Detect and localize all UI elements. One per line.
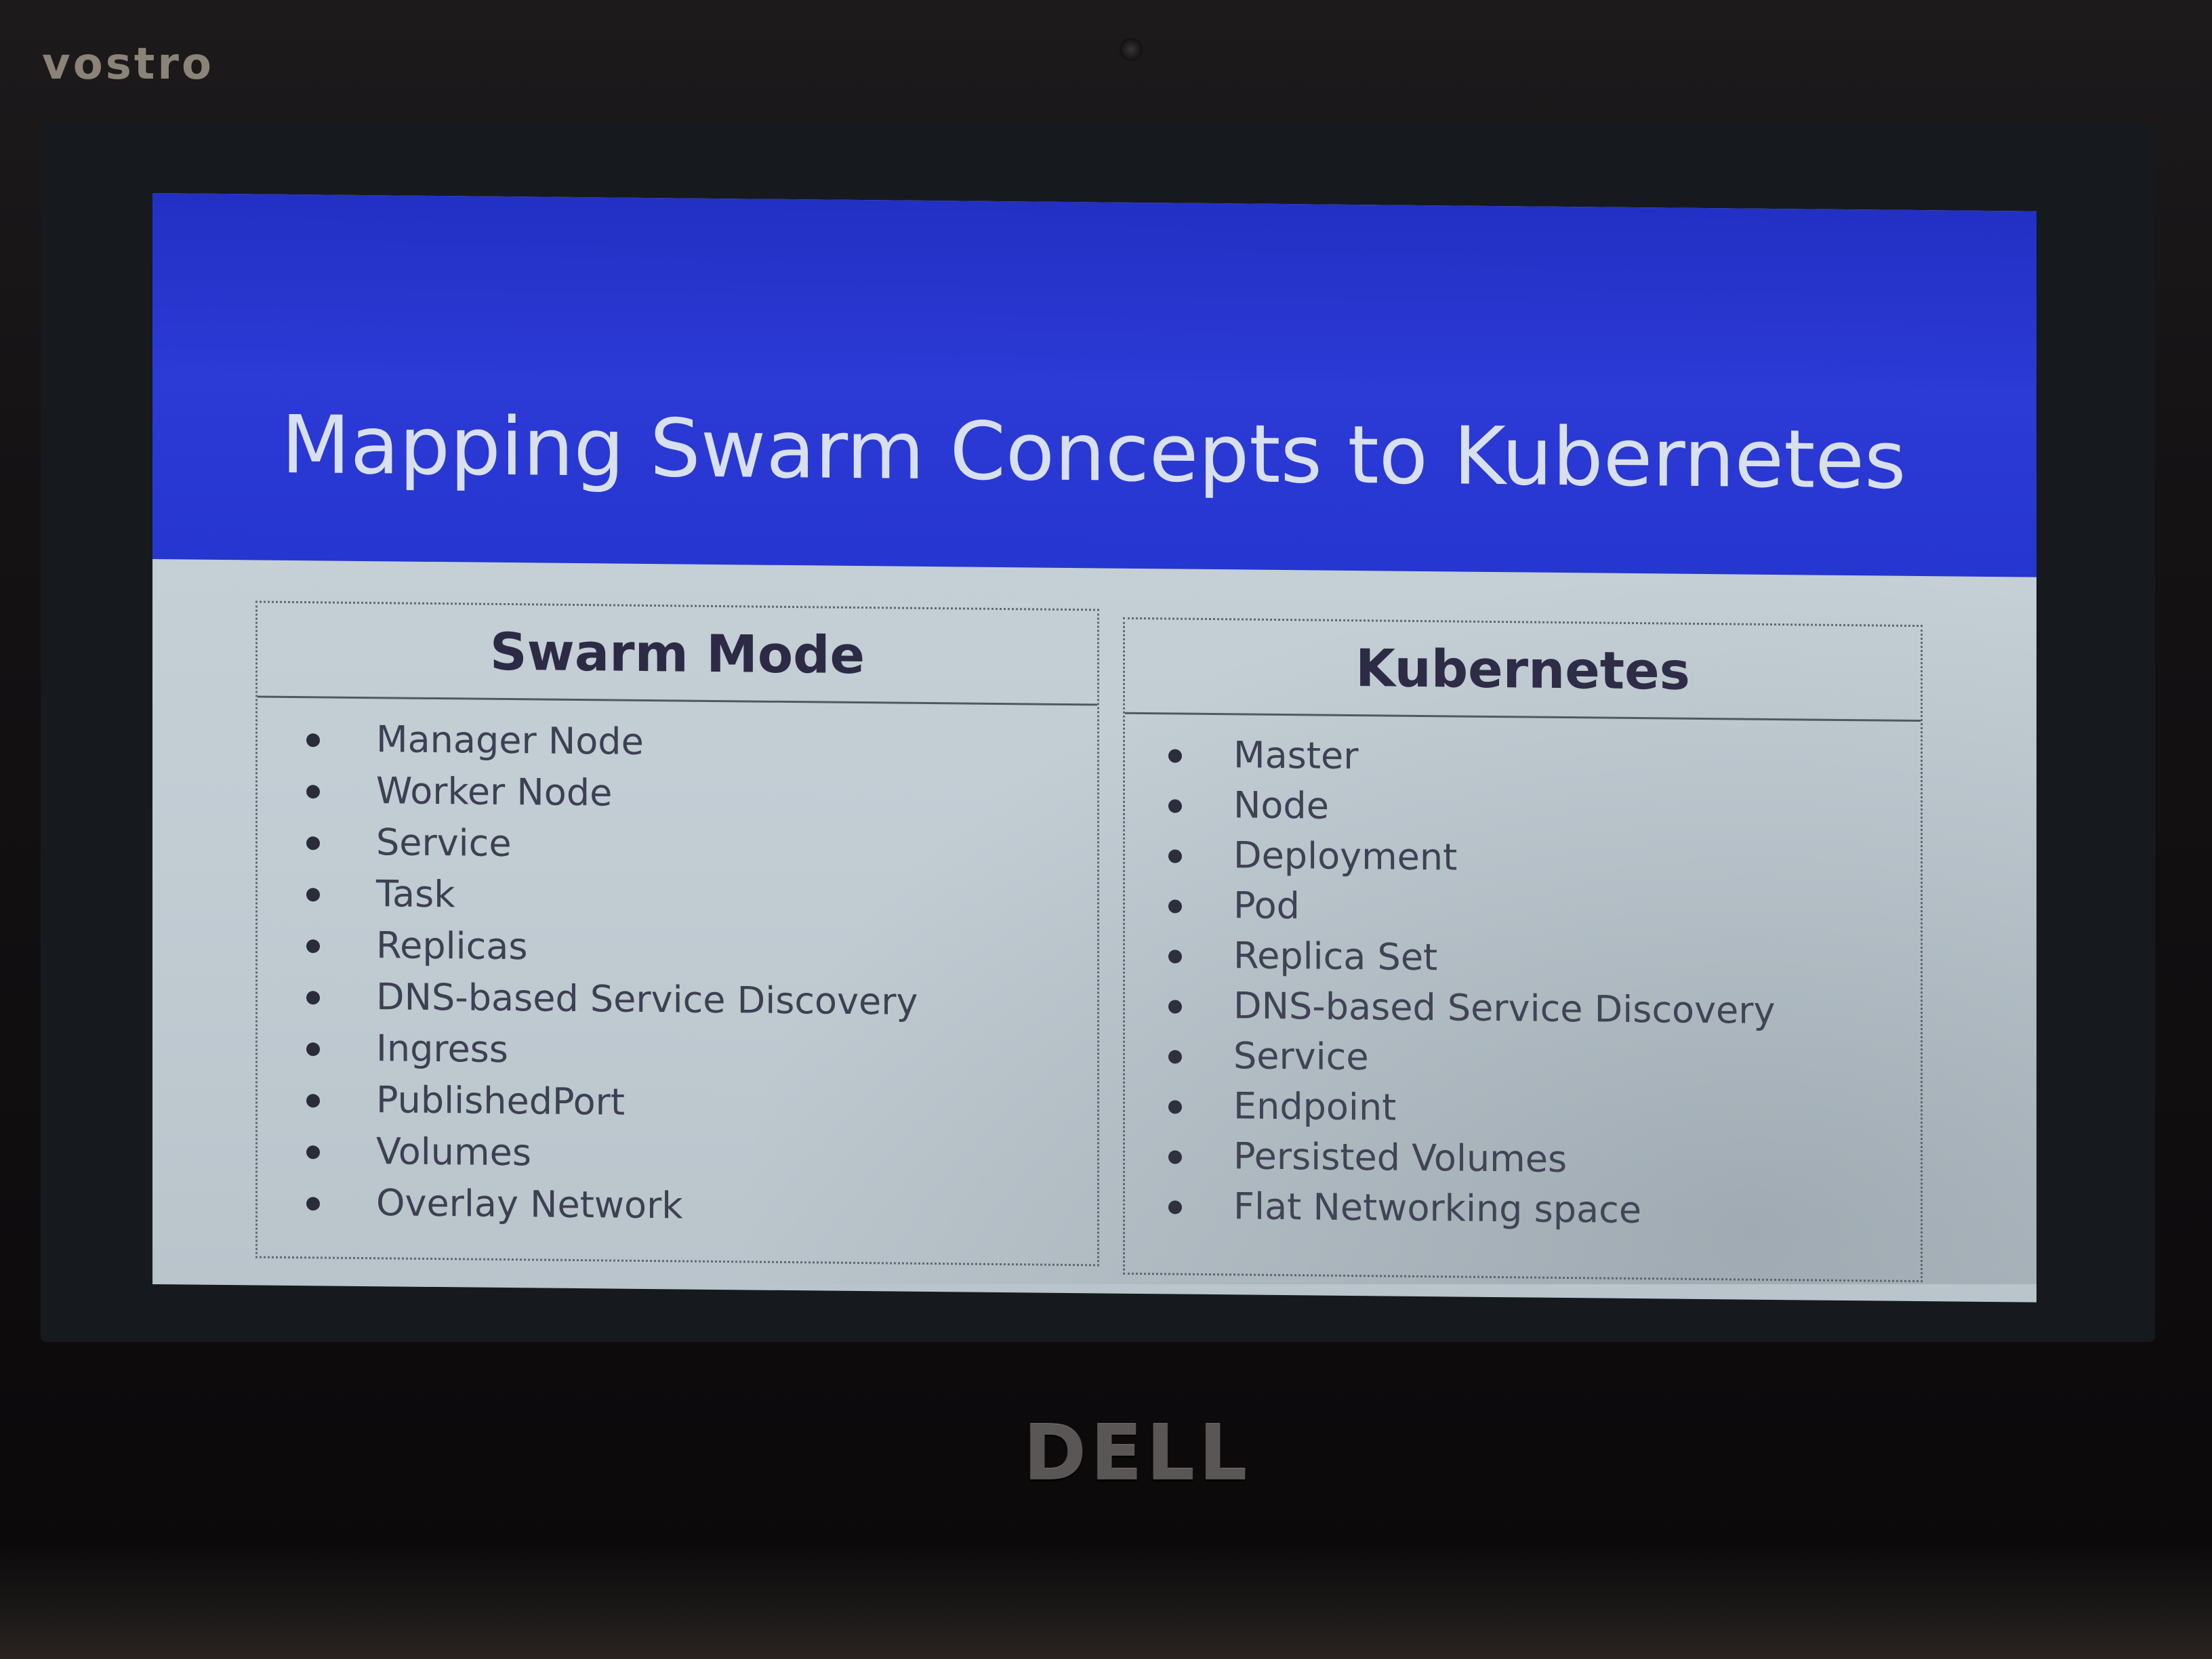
- slide-title: Mapping Swarm Concepts to Kubernetes: [281, 397, 1906, 507]
- webcam-icon: [1120, 38, 1143, 61]
- bullet-icon: [1168, 899, 1182, 914]
- list-item: Endpoint: [1125, 1080, 1921, 1138]
- bullet-icon: [306, 733, 320, 747]
- bullet-icon: [306, 836, 320, 851]
- list-item: Persisted Volumes: [1125, 1130, 1921, 1188]
- bullet-icon: [306, 939, 320, 954]
- laptop-hinge: [0, 1545, 2212, 1659]
- bullet-icon: [306, 888, 320, 902]
- list-item: Service: [1125, 1030, 1921, 1088]
- list-item: Manager Node: [258, 712, 1097, 772]
- list-item: Service: [258, 815, 1097, 875]
- slide-header-band: Mapping Swarm Concepts to Kubernetes: [152, 193, 2036, 577]
- list-item: Worker Node: [258, 764, 1097, 823]
- bullet-icon: [1168, 1000, 1182, 1014]
- kubernetes-heading: Kubernetes: [1125, 619, 1921, 722]
- presentation-slide: Mapping Swarm Concepts to Kubernetes Swa…: [152, 193, 2036, 1303]
- bullet-icon: [306, 785, 320, 799]
- list-item: PublishedPort: [258, 1073, 1097, 1132]
- bullet-icon: [1168, 799, 1182, 813]
- list-item: Task: [258, 867, 1097, 926]
- list-item: Flat Networking space: [1125, 1181, 1921, 1238]
- list-item: Master: [1125, 729, 1921, 787]
- bullet-icon: [1168, 749, 1182, 763]
- bullet-icon: [306, 1145, 320, 1160]
- laptop-brand-label: VOSTRO: [42, 39, 214, 89]
- bullet-icon: [1168, 1100, 1182, 1114]
- bullet-icon: [1168, 1200, 1182, 1214]
- bullet-icon: [306, 991, 320, 1005]
- dell-logo: DELL: [1023, 1410, 1252, 1498]
- swarm-mode-heading: Swarm Mode: [258, 602, 1097, 706]
- list-item: Replicas: [258, 918, 1097, 978]
- bullet-icon: [1168, 949, 1182, 964]
- list-item: DNS-based Service Discovery: [1125, 980, 1921, 1038]
- list-item: DNS-based Service Discovery: [258, 970, 1097, 1029]
- bullet-icon: [306, 1042, 320, 1057]
- list-item: Volumes: [258, 1124, 1097, 1184]
- kubernetes-list: Master Node Deployment Pod Replica Set D…: [1125, 714, 1921, 1238]
- list-item: Node: [1125, 779, 1921, 837]
- list-item: Ingress: [258, 1021, 1097, 1081]
- bullet-icon: [1168, 1050, 1182, 1064]
- list-item: Replica Set: [1125, 930, 1921, 987]
- bullet-icon: [1168, 849, 1182, 863]
- list-item: Deployment: [1125, 830, 1921, 887]
- swarm-mode-list: Manager Node Worker Node Service Task Re…: [258, 697, 1097, 1235]
- kubernetes-column: Kubernetes Master Node Deployment Pod Re…: [1123, 617, 1923, 1283]
- bullet-icon: [306, 1094, 320, 1108]
- bullet-icon: [306, 1197, 320, 1211]
- swarm-mode-column: Swarm Mode Manager Node Worker Node Serv…: [255, 600, 1099, 1267]
- list-item: Pod: [1125, 880, 1921, 937]
- bullet-icon: [1168, 1150, 1182, 1164]
- list-item: Overlay Network: [258, 1176, 1097, 1235]
